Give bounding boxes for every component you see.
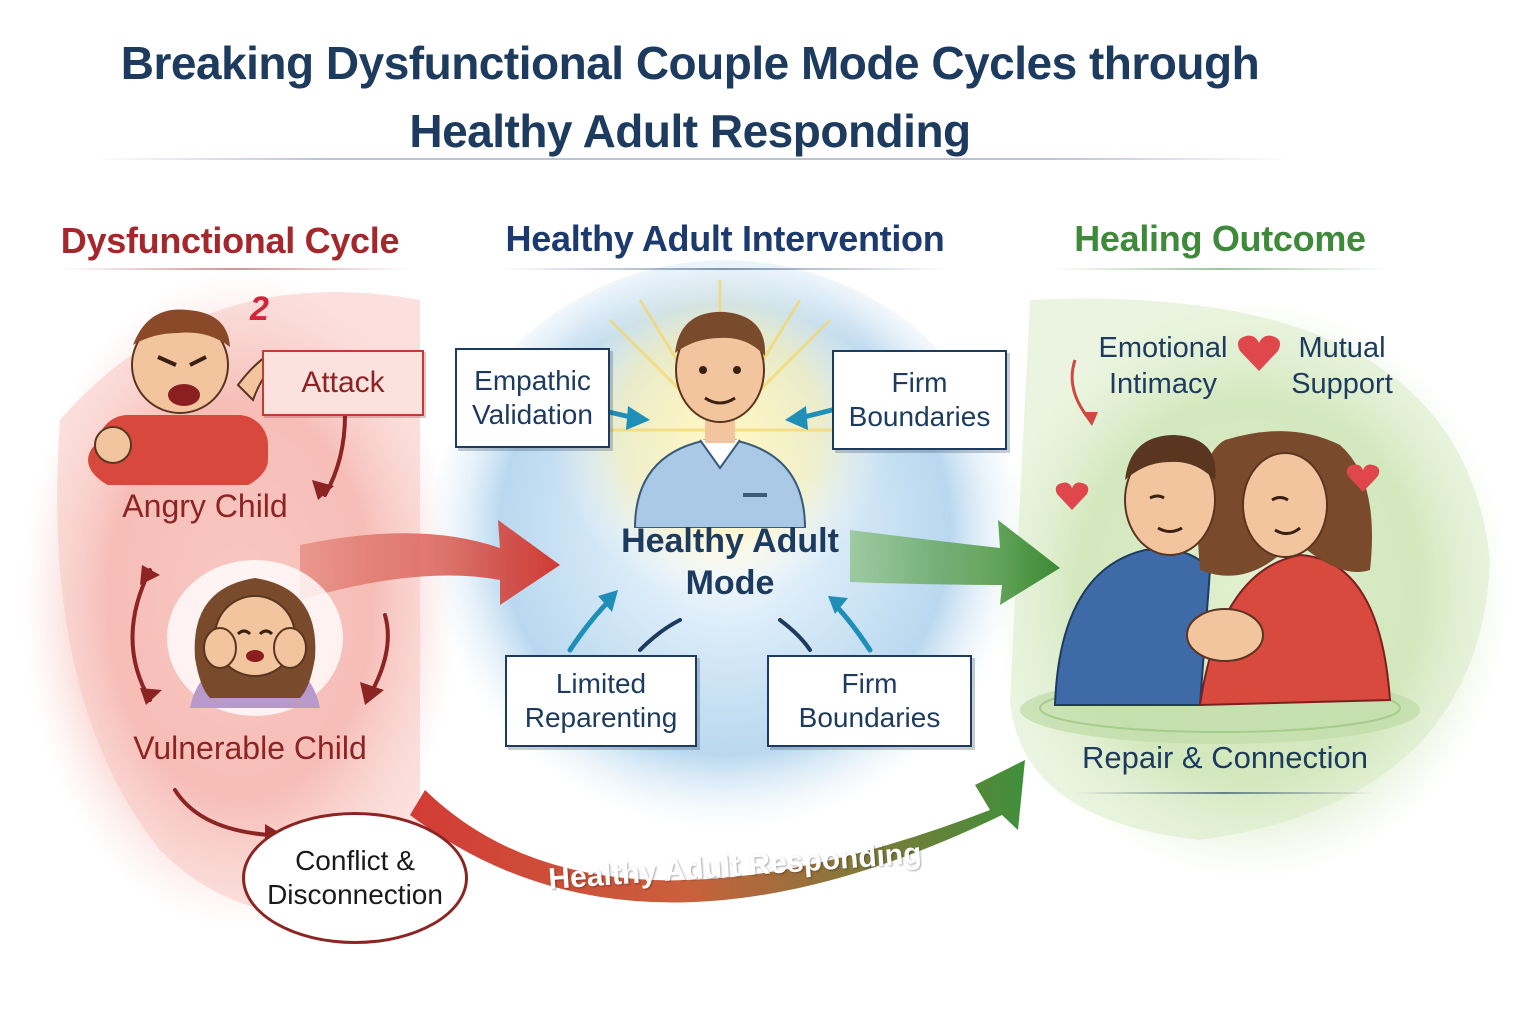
healthy-adult-mode-label: Healthy Adult Mode [590,520,870,604]
limited-reparenting-box: Limited Reparenting [505,655,697,747]
conflict-disconnection-node: Conflict & Disconnection [242,812,468,944]
bottom-curved-arrow [410,760,1025,903]
heading-rule-right [1050,268,1390,270]
limited-reparenting-line1: Limited [555,668,647,699]
attack-box: Attack [262,350,424,416]
conflict-label-line1: Conflict & [295,845,415,876]
angry-mark: 2 [250,290,269,328]
heading-rule-left [60,268,410,270]
green-flow-arrow [850,520,1060,605]
heading-rule-middle [500,268,950,270]
empathic-validation-line2: Validation [472,399,593,430]
angry-child-illustration [88,309,275,485]
vulnerable-child-illustration [167,560,343,716]
red-flow-arrow [300,520,560,605]
healthy-adult-illustration [633,311,807,528]
firm-boundaries-top-line1: Firm [891,367,948,398]
repair-connection-label: Repair & Connection [1081,740,1369,775]
heart-icon [1055,482,1089,510]
firm-boundaries-top-line2: Boundaries [848,401,991,432]
mutual-support-line2: Support [1291,368,1393,400]
vulnerable-child-label: Vulnerable Child [133,730,367,766]
couple-illustration [1053,431,1392,707]
empathic-validation-line1: Empathic [474,365,591,396]
heading-healing-outcome: Healing Outcome [1074,218,1366,259]
repair-rule [1075,792,1375,794]
mutual-support-line1: Mutual [1298,332,1386,364]
mutual-support-label: Mutual Support [1278,330,1406,402]
diagram-title-line2: Healthy Adult Responding [409,105,971,157]
heading-dysfunctional-cycle: Dysfunctional Cycle [60,220,400,261]
heart-icon [1346,464,1380,492]
heading-healthy-adult-intervention: Healthy Adult Intervention [505,218,945,259]
firm-boundaries-bottom-box: Firm Boundaries [767,655,972,747]
title-divider [90,158,1290,160]
diagram-title-line1: Breaking Dysfunctional Couple Mode Cycle… [120,37,1260,89]
conflict-label-line2: Disconnection [267,879,443,910]
limited-reparenting-line2: Reparenting [524,702,678,733]
firm-boundaries-bottom-line1: Firm [841,668,898,699]
emotional-intimacy-line2: Intimacy [1109,368,1217,400]
angry-child-label: Angry Child [122,488,288,524]
emotional-intimacy-label: Emotional Intimacy [1088,330,1238,402]
attack-label: Attack [301,366,385,399]
firm-boundaries-bottom-line2: Boundaries [798,702,941,733]
emotional-intimacy-line1: Emotional [1098,332,1228,364]
empathic-validation-box: Empathic Validation [455,348,610,448]
healthy-adult-mode-line2: Mode [685,564,775,602]
healthy-adult-mode-line1: Healthy Adult [621,522,839,560]
firm-boundaries-top-box: Firm Boundaries [832,350,1007,450]
heart-icon [1238,335,1280,371]
